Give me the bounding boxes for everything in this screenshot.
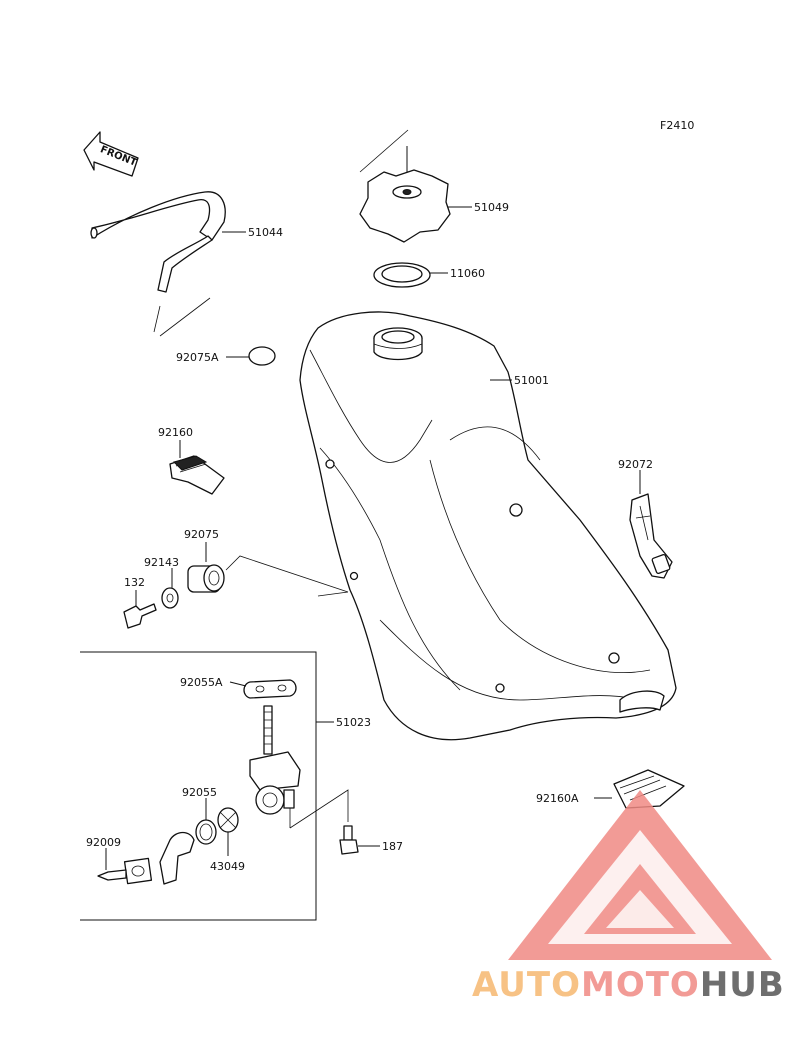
- fuel-cap: [359, 129, 472, 243]
- o-ring: [195, 798, 217, 845]
- label-92075A: 92075A: [176, 351, 219, 364]
- collar: [161, 568, 179, 609]
- strap: [629, 470, 673, 579]
- bolt-187: [339, 825, 380, 855]
- label-132: 132: [124, 576, 145, 589]
- plug: [226, 346, 276, 366]
- cushion-upper: [169, 440, 225, 495]
- lever: [217, 807, 239, 856]
- bolt-132: [123, 590, 157, 629]
- fuel-cock-frame: [80, 651, 334, 921]
- label-92143: 92143: [144, 556, 179, 569]
- fuel-cock-gasket: [229, 679, 297, 699]
- watermark-auto: AUTO: [472, 965, 581, 1005]
- watermark-logo: AUTOMOTOHUB: [472, 790, 785, 1005]
- label-92072: 92072: [618, 458, 653, 471]
- fuel-tank: [299, 311, 677, 741]
- label-11060: 11060: [450, 267, 485, 280]
- label-51023: 51023: [336, 716, 371, 729]
- cap-gasket: [373, 262, 448, 288]
- svg-text:AUTOMOTOHUB: AUTOMOTOHUB: [472, 965, 785, 1005]
- fuel-cock: [249, 705, 349, 829]
- label-51049: 51049: [474, 201, 509, 214]
- label-51001: 51001: [514, 374, 549, 387]
- label-92160: 92160: [158, 426, 193, 439]
- figure-code: F2410: [660, 119, 694, 132]
- breather-hose: [90, 191, 246, 337]
- screw-and-plate: [97, 831, 195, 885]
- label-43049: 43049: [210, 860, 245, 873]
- label-92075: 92075: [184, 528, 219, 541]
- damper: [187, 542, 349, 597]
- cushion-lower: [594, 769, 685, 809]
- watermark-moto: MOTO: [581, 965, 700, 1005]
- label-92009: 92009: [86, 836, 121, 849]
- watermark-hub: HUB: [700, 965, 785, 1005]
- label-51044: 51044: [248, 226, 283, 239]
- label-187: 187: [382, 840, 403, 853]
- label-92160A: 92160A: [536, 792, 579, 805]
- front-arrow-icon: FRONT: [83, 131, 139, 177]
- label-92055A: 92055A: [180, 676, 223, 689]
- label-92055: 92055: [182, 786, 217, 799]
